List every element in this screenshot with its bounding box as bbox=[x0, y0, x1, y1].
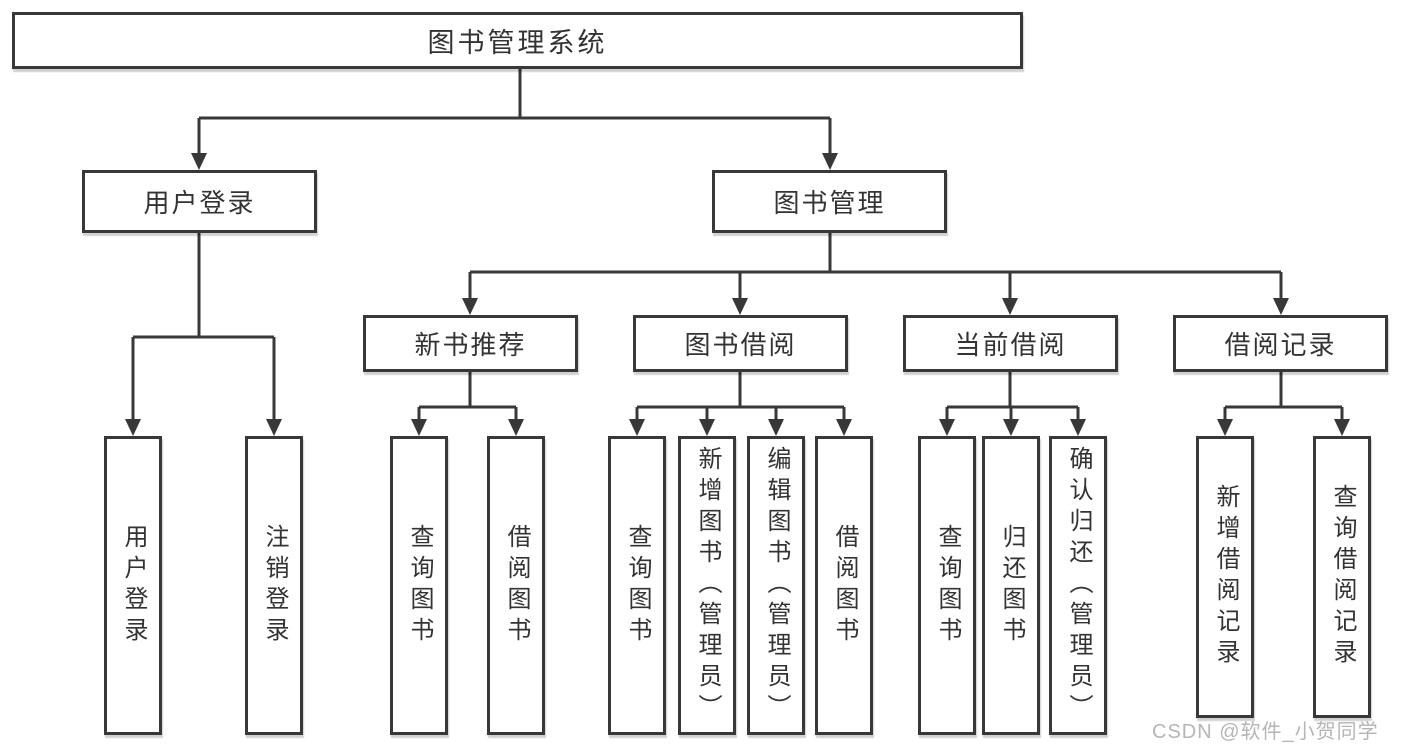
arrowhead bbox=[629, 419, 645, 436]
node-label: 新增图书（管理员） bbox=[694, 446, 721, 725]
arrowhead bbox=[939, 419, 955, 436]
node-label: 查询图书 bbox=[624, 523, 651, 648]
arrowhead bbox=[822, 153, 838, 170]
node-label: 新增借阅记录 bbox=[1212, 484, 1239, 670]
node-label: 图书借阅 bbox=[684, 330, 797, 360]
node-label: 注销登录 bbox=[261, 523, 288, 648]
arrowhead bbox=[699, 419, 715, 436]
tree-edges bbox=[131, 69, 1344, 420]
node-borrowing-records: 借阅记录 bbox=[1173, 315, 1388, 372]
arrowhead bbox=[191, 153, 207, 170]
leaf-add-borrow-record: 新增借阅记录 bbox=[1196, 436, 1254, 718]
leaf-query-borrow-record: 查询借阅记录 bbox=[1313, 436, 1371, 718]
node-label: 确认归还（管理员） bbox=[1065, 446, 1092, 725]
node-label: 借阅图书 bbox=[503, 523, 530, 648]
leaf-query-books-current: 查询图书 bbox=[918, 436, 976, 735]
node-label: 借阅图书 bbox=[831, 523, 858, 648]
leaf-confirm-return-admin: 确认归还（管理员） bbox=[1049, 436, 1107, 735]
node-label: 图书管理系统 bbox=[427, 28, 608, 58]
node-label: 借阅记录 bbox=[1224, 330, 1337, 360]
node-label: 用户登录 bbox=[120, 523, 147, 648]
leaf-add-book-admin: 新增图书（管理员） bbox=[678, 436, 736, 735]
arrowhead bbox=[836, 419, 852, 436]
node-label: 查询借阅记录 bbox=[1329, 484, 1356, 670]
arrowhead bbox=[1003, 419, 1019, 436]
leaf-borrow-books-recommend: 借阅图书 bbox=[487, 436, 545, 735]
node-label: 新书推荐 bbox=[414, 330, 527, 360]
node-label: 归还图书 bbox=[998, 523, 1025, 648]
leaf-query-books-recommend: 查询图书 bbox=[390, 436, 448, 735]
node-label: 查询图书 bbox=[406, 523, 433, 648]
node-label: 查询图书 bbox=[934, 523, 961, 648]
leaf-logout: 注销登录 bbox=[245, 436, 303, 735]
node-label: 当前借阅 bbox=[954, 330, 1067, 360]
arrowhead bbox=[768, 419, 784, 436]
leaf-user-login: 用户登录 bbox=[104, 436, 162, 735]
arrowhead bbox=[1002, 298, 1018, 315]
node-current-borrowing: 当前借阅 bbox=[903, 315, 1118, 372]
node-new-book-recommend: 新书推荐 bbox=[363, 315, 578, 372]
arrowhead bbox=[266, 419, 282, 436]
arrowhead bbox=[462, 298, 478, 315]
node-label: 编辑图书（管理员） bbox=[763, 446, 790, 725]
node-label: 图书管理 bbox=[773, 188, 886, 218]
arrowhead bbox=[1217, 419, 1233, 436]
arrowhead bbox=[732, 298, 748, 315]
leaf-borrow-books: 借阅图书 bbox=[815, 436, 873, 735]
node-label: 用户登录 bbox=[143, 188, 256, 218]
node-root-library-system: 图书管理系统 bbox=[12, 12, 1023, 69]
leaf-edit-book-admin: 编辑图书（管理员） bbox=[747, 436, 805, 735]
node-user-login: 用户登录 bbox=[82, 170, 317, 233]
node-book-borrowing: 图书借阅 bbox=[633, 315, 848, 372]
arrowhead bbox=[1070, 419, 1086, 436]
node-book-management: 图书管理 bbox=[712, 170, 947, 233]
arrowhead bbox=[508, 419, 524, 436]
csdn-watermark: CSDN @软件_小贺同学 bbox=[1152, 721, 1379, 743]
arrowhead bbox=[125, 419, 141, 436]
leaf-return-book: 归还图书 bbox=[982, 436, 1040, 735]
arrowhead bbox=[1334, 419, 1350, 436]
leaf-query-books-borrow: 查询图书 bbox=[608, 436, 666, 735]
arrowhead bbox=[411, 419, 427, 436]
arrowhead bbox=[1273, 298, 1289, 315]
